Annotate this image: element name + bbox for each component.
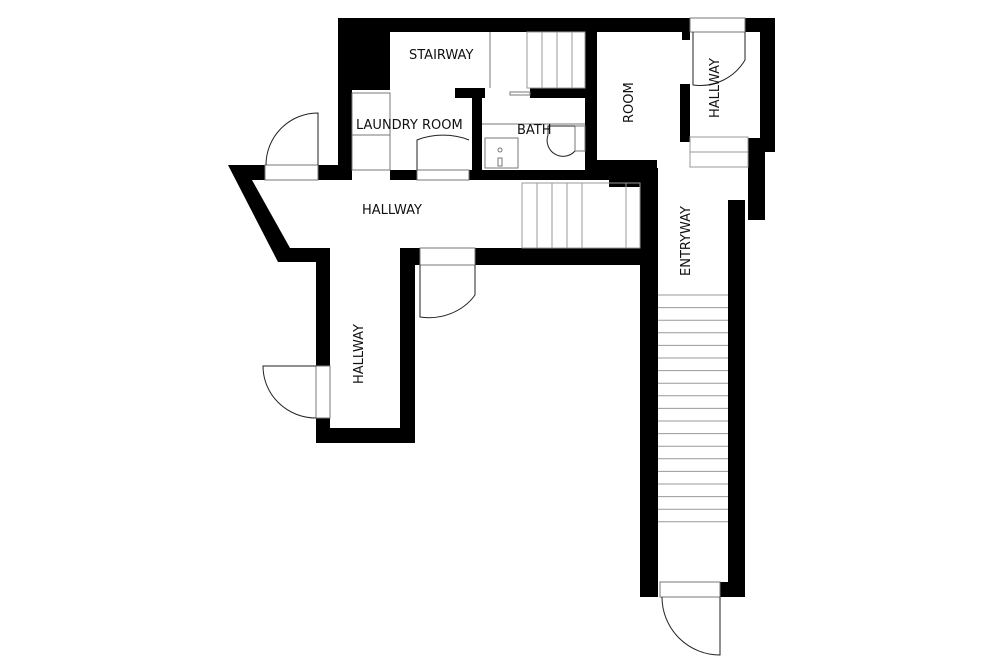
walls: [228, 18, 775, 597]
label-entryway: ENTRYWAY: [679, 206, 694, 276]
label-hallway-south: HALLWAY: [352, 324, 367, 384]
doors: [262, 17, 746, 656]
fixtures: [351, 32, 586, 171]
label-hallway-main: HALLWAY: [362, 203, 422, 218]
stairs: [521, 31, 749, 523]
label-laundry-room: LAUNDRY ROOM: [356, 118, 463, 133]
label-room: ROOM: [622, 82, 637, 123]
label-hallway-ne: HALLWAY: [708, 58, 723, 118]
room-labels: STAIRWAY LAUNDRY ROOM BATH ROOM HALLWAY …: [352, 48, 723, 384]
label-bath: BATH: [517, 123, 552, 138]
label-stairway: STAIRWAY: [409, 48, 473, 63]
